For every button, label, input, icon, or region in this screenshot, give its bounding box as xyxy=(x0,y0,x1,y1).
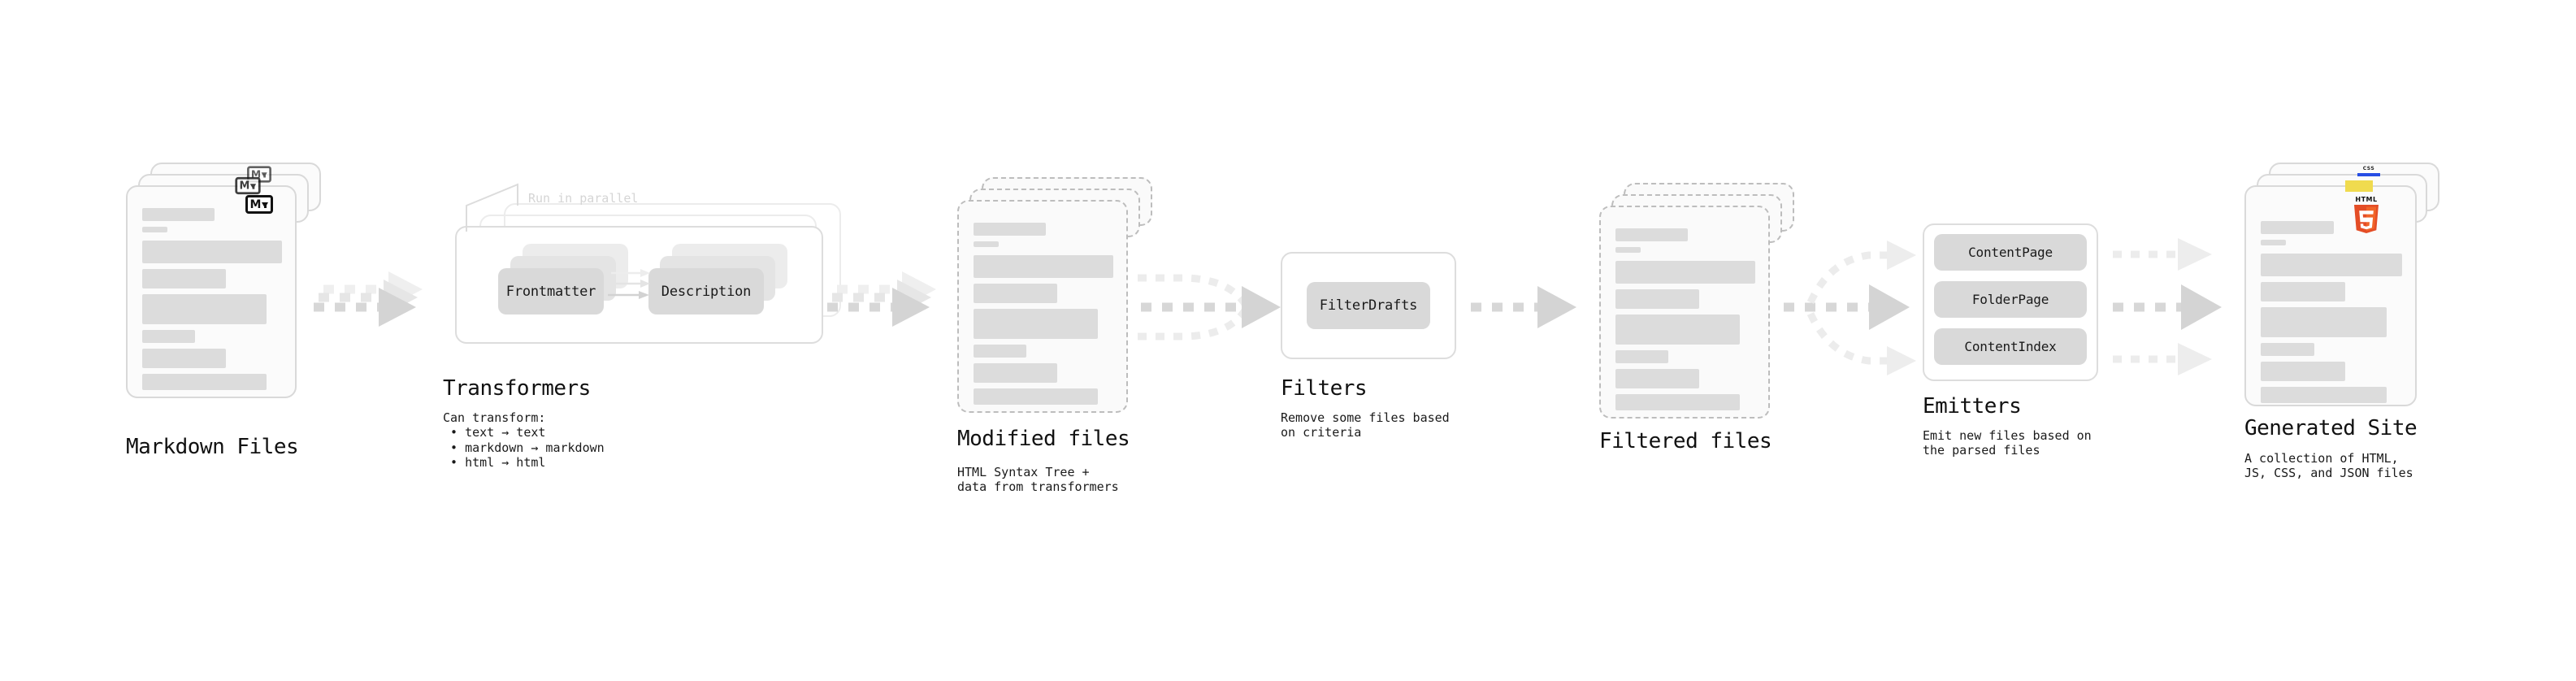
stage-subtitle-generated-site: A collection of HTML, JS, CSS, and JSON … xyxy=(2244,451,2413,481)
html5-shield-glyph xyxy=(2354,205,2379,233)
stage-transformers: Frontmatter Description xyxy=(443,183,849,370)
connector-filters-to-filtered xyxy=(1471,286,1576,328)
markdown-card-front xyxy=(126,185,297,398)
markdown-card-content-lines xyxy=(142,208,282,396)
modified-card-content-lines xyxy=(974,223,1113,410)
content-line xyxy=(142,227,167,232)
run-in-parallel-label: Run in parallel xyxy=(528,191,639,206)
stage-title-emitters: Emitters xyxy=(1923,394,2022,419)
content-line xyxy=(142,241,282,263)
connector-emitters-to-site xyxy=(2113,238,2222,375)
filtered-card-content-lines xyxy=(1615,228,1755,416)
content-line xyxy=(974,223,1047,236)
filter-chip-filterdrafts[interactable]: FilterDrafts xyxy=(1307,282,1430,329)
content-line xyxy=(2261,221,2335,234)
content-line xyxy=(974,388,1099,405)
content-line xyxy=(1615,289,1700,309)
stage-filters: FilterDrafts xyxy=(1281,252,1459,362)
stage-emitters: ContentPage FolderPage ContentIndex xyxy=(1923,223,2110,386)
markdown-arrow-glyph xyxy=(262,202,269,208)
site-card-content-lines xyxy=(2261,221,2402,409)
content-line xyxy=(2261,362,2346,381)
modified-file-stack xyxy=(957,177,1152,414)
content-line xyxy=(1615,394,1741,410)
filtered-card-front xyxy=(1599,206,1770,419)
content-line xyxy=(142,330,196,343)
content-line xyxy=(1615,261,1755,284)
stage-title-filtered-files: Filtered files xyxy=(1599,429,1772,453)
markdown-icon: M xyxy=(245,195,273,214)
stage-subtitle-modified-files: HTML Syntax Tree + data from transformer… xyxy=(957,465,1119,495)
stage-title-generated-site: Generated Site xyxy=(2244,416,2418,440)
stage-filtered-files xyxy=(1599,183,1794,420)
markdown-arrow-glyph xyxy=(262,172,268,178)
transformer-chip-description[interactable]: Description xyxy=(648,268,764,314)
content-line xyxy=(2261,254,2402,276)
emitter-chip-folderpage[interactable]: FolderPage xyxy=(1934,281,2087,318)
stage-title-transformers: Transformers xyxy=(443,376,591,401)
content-line xyxy=(1615,228,1689,241)
content-line xyxy=(2261,307,2387,337)
html5-icon: HTML xyxy=(2352,197,2381,235)
stage-title-filters: Filters xyxy=(1281,376,1368,401)
generated-site-stack: CSS HTML xyxy=(2244,163,2448,406)
content-line xyxy=(2261,387,2387,403)
content-line xyxy=(142,349,227,368)
content-line xyxy=(2261,240,2287,245)
stage-subtitle-emitters: Emit new files based on the parsed files xyxy=(1923,428,2092,458)
stage-title-modified-files: Modified files xyxy=(957,427,1130,451)
site-card-front xyxy=(2244,185,2417,406)
js-icon xyxy=(2345,180,2373,192)
content-line xyxy=(142,269,227,288)
content-line xyxy=(974,241,999,247)
content-line xyxy=(974,363,1058,383)
emitter-chip-contentpage[interactable]: ContentPage xyxy=(1934,234,2087,271)
stage-subtitle-transformers: Can transform: • text → text • markdown … xyxy=(443,410,605,470)
markdown-icon: M xyxy=(235,176,261,195)
stage-title-markdown-files: Markdown Files xyxy=(126,435,299,459)
content-line xyxy=(1615,350,1669,363)
content-line xyxy=(1615,247,1641,253)
content-line xyxy=(974,284,1058,303)
content-line xyxy=(142,374,267,390)
content-line xyxy=(2261,282,2346,301)
modified-card-front xyxy=(957,200,1128,413)
markdown-file-stack: M M M xyxy=(126,163,321,400)
filtered-file-stack xyxy=(1599,183,1794,420)
content-line xyxy=(142,208,215,221)
content-line xyxy=(1615,369,1700,388)
stage-generated-site: CSS HTML xyxy=(2244,163,2448,406)
emitter-chip-contentindex[interactable]: ContentIndex xyxy=(1934,328,2087,365)
content-line xyxy=(2261,343,2315,356)
connector-filtered-to-emitters xyxy=(1784,241,1916,375)
connector-modified-to-filters xyxy=(1138,274,1281,340)
css-bar-glyph xyxy=(2357,173,2380,176)
transformer-chip-frontmatter[interactable]: Frontmatter xyxy=(498,268,604,314)
css-icon: CSS xyxy=(2357,166,2381,176)
content-line xyxy=(974,309,1099,339)
content-line xyxy=(1615,314,1741,345)
content-line xyxy=(142,294,267,324)
markdown-arrow-glyph xyxy=(250,184,257,189)
stage-markdown-files: M M M xyxy=(126,163,321,400)
stage-subtitle-filters: Remove some files based on criteria xyxy=(1281,410,1450,440)
connector-markdown-to-transformers xyxy=(314,271,423,327)
content-line xyxy=(974,345,1027,358)
stage-modified-files xyxy=(957,177,1152,414)
content-line xyxy=(974,255,1113,278)
